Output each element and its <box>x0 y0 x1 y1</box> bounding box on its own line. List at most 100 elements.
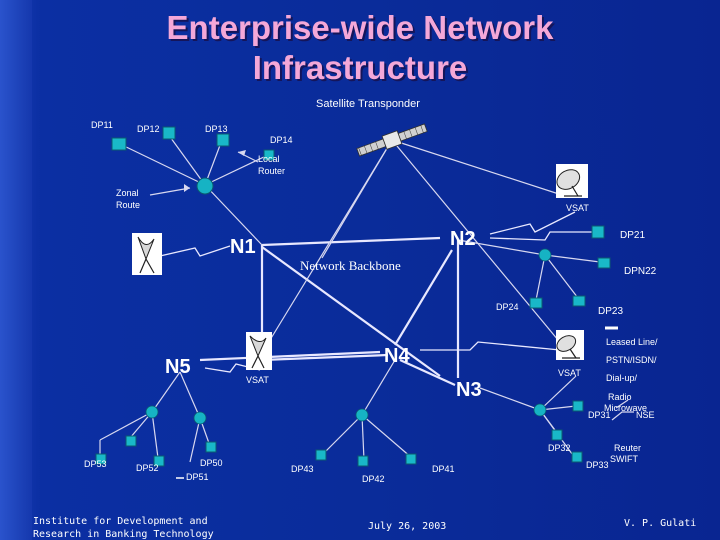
dp11-node <box>111 137 127 151</box>
reuter-label-1: Reuter <box>614 443 641 453</box>
zonal-router <box>196 177 214 195</box>
hub4-dp41 <box>361 414 413 459</box>
radio-label-2: Microwave <box>604 403 647 413</box>
dp43-label: DP43 <box>291 464 314 474</box>
vsat-mid-left-label: VSAT <box>246 375 269 385</box>
dp13-node <box>216 133 230 147</box>
sat-link-3 <box>391 139 569 353</box>
n2-hub <box>538 248 552 262</box>
router-to-n1 <box>204 184 263 246</box>
n5-hub-a <box>145 405 159 419</box>
dp31-node <box>572 400 584 412</box>
nse-bracket <box>611 411 634 421</box>
zig-n2-dp21 <box>489 231 592 241</box>
zig-n4-vsat <box>420 341 561 351</box>
hub5b-dp51 <box>189 417 201 463</box>
hub-dp24 <box>535 254 546 301</box>
satellite-icon <box>356 123 428 157</box>
n2-hub-link <box>457 239 546 256</box>
zig-n2-vsat <box>489 211 576 235</box>
backbone-n4-n3 <box>399 358 456 387</box>
hub-dpn22 <box>544 254 601 263</box>
footer-institute-2: Research in Banking Technology <box>33 529 214 540</box>
n3-label: N3 <box>456 379 482 401</box>
footer-date: July 26, 2003 <box>368 521 446 532</box>
dp23-node <box>572 295 586 307</box>
zonal-arrowhead <box>184 184 190 192</box>
dp21-label: DP21 <box>620 230 645 241</box>
dp51-label: DP51 <box>186 472 209 482</box>
dp32-label: DP32 <box>548 443 571 453</box>
dp32-node <box>551 429 563 441</box>
backbone-n5-n4 <box>199 350 381 362</box>
dpn22-label: DPN22 <box>624 266 657 277</box>
dp43-node <box>315 449 327 461</box>
n5-hub-b <box>193 411 207 425</box>
dp12-link <box>167 133 206 186</box>
hub5a-dp52 <box>151 411 159 459</box>
dp52-left-node <box>125 435 137 447</box>
dish-n1-icon <box>132 233 162 275</box>
backbone-top <box>261 236 441 247</box>
page-title-line1: Enterprise-wide Network <box>166 9 554 46</box>
satellite-label: Satellite Transponder <box>316 98 420 110</box>
dp41-label: DP41 <box>432 464 455 474</box>
sat-link-4 <box>269 139 393 341</box>
dp50-node <box>205 441 217 453</box>
n3-hub-link <box>479 387 541 411</box>
nse-label: NSE <box>636 410 655 420</box>
leased-label: Leased Line/ <box>606 337 658 347</box>
n5-link-a <box>151 371 181 413</box>
left-band <box>0 0 32 540</box>
n4-hub-link <box>361 359 396 416</box>
dp14-label: DP14 <box>270 135 293 145</box>
vsat-mid-right-label: VSAT <box>558 368 581 378</box>
radio-label-1: Radio <box>608 392 632 402</box>
zonal-label-2: Route <box>116 200 140 210</box>
zonal-arrow <box>149 187 191 196</box>
dp11-label: DP11 <box>91 120 113 130</box>
vsat-dish-top-icon <box>556 164 588 198</box>
hub-dp23 <box>544 254 579 299</box>
n5-label: N5 <box>165 356 191 378</box>
n4-label: N4 <box>384 345 410 367</box>
reuter-label-2: SWIFT <box>610 454 638 464</box>
hub4-dp42 <box>361 414 365 461</box>
dp14-node <box>263 149 275 161</box>
dp13-label: DP13 <box>205 124 228 134</box>
dp12-node <box>162 126 176 140</box>
n2-label: N2 <box>450 228 476 250</box>
dp33-label: DP33 <box>586 460 609 470</box>
dp13-link <box>204 139 223 186</box>
zonal-label-1: Zonal <box>116 188 139 198</box>
dp33-node <box>571 451 583 463</box>
page-title-line2: Infrastructure <box>252 49 468 86</box>
dp21-node <box>591 225 605 239</box>
dpn22-node <box>597 257 611 269</box>
dp24-label: DP24 <box>496 302 519 312</box>
dp52-node <box>153 455 165 467</box>
dp50-label: DP50 <box>200 458 223 468</box>
dp11-link <box>119 143 206 186</box>
n5-link-b <box>179 371 201 419</box>
backbone-n2-n4 <box>394 249 453 346</box>
dp31-label: DP31 <box>588 410 611 420</box>
hub5a-dp53 <box>99 411 153 441</box>
vsat-top-label: VSAT <box>566 203 589 213</box>
local-router-label-2: Router <box>258 166 285 176</box>
n3-hub <box>533 403 547 417</box>
dp41-node <box>405 453 417 465</box>
footer-institute-1: Institute for Development and <box>33 516 208 527</box>
local-router-arrowhead <box>238 150 246 156</box>
backbone-diag <box>261 246 441 377</box>
dp14-link <box>204 154 269 186</box>
dp53-label: DP53 <box>84 459 107 469</box>
footer-author: V. P. Gulati <box>624 518 696 529</box>
sat-link-2 <box>391 139 566 197</box>
radio-legend-line <box>615 399 629 409</box>
n4-hub <box>355 408 369 422</box>
dp12-label: DP12 <box>137 124 160 134</box>
backbone-label: Network Backbone <box>300 258 401 273</box>
dp42-label: DP42 <box>362 474 385 484</box>
